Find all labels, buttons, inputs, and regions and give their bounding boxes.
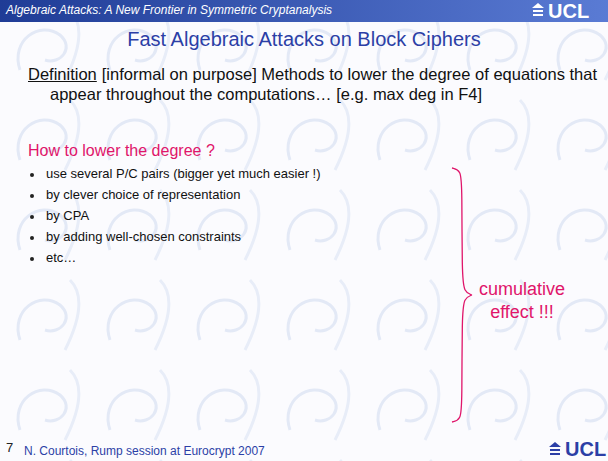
bullet-item: by clever choice of representation — [46, 187, 240, 202]
header-text: Algebraic Attacks: A New Frontier in Sym… — [6, 3, 332, 17]
bullet-item: by adding well-chosen constraints — [46, 229, 241, 244]
side-note: cumulative effect !!! — [474, 278, 570, 324]
curly-brace — [452, 168, 472, 422]
header-band: Algebraic Attacks: A New Frontier in Sym… — [0, 0, 608, 22]
bullet-item: by CPA — [46, 208, 89, 223]
bullet-dot — [30, 215, 34, 219]
bullet-dot — [30, 257, 34, 261]
bullet-dot — [30, 194, 34, 198]
section-heading: How to lower the degree ? — [28, 142, 215, 160]
definition-text: [informal on purpose] Methods to lower t… — [50, 65, 597, 103]
bullet-item: use several P/C pairs (bigger yet much e… — [46, 166, 321, 181]
footer-text: N. Courtois, Rump session at Eurocrypt 2… — [24, 444, 265, 458]
slide-title: Fast Algebraic Attacks on Block Ciphers — [0, 28, 608, 51]
definition-paragraph: Definition[informal on purpose] Methods … — [28, 64, 608, 104]
bullet-dot — [30, 236, 34, 240]
watermark-pattern — [0, 22, 608, 461]
logo-text: UCL — [565, 438, 606, 461]
ucl-portico-icon — [549, 442, 561, 455]
bullet-dot — [30, 173, 34, 177]
bullet-item: etc… — [46, 250, 76, 265]
definition-term: Definition — [28, 65, 97, 83]
logo-text: UCL — [548, 0, 589, 23]
slide-number: 7 — [6, 440, 13, 455]
ucl-portico-icon — [531, 2, 545, 20]
